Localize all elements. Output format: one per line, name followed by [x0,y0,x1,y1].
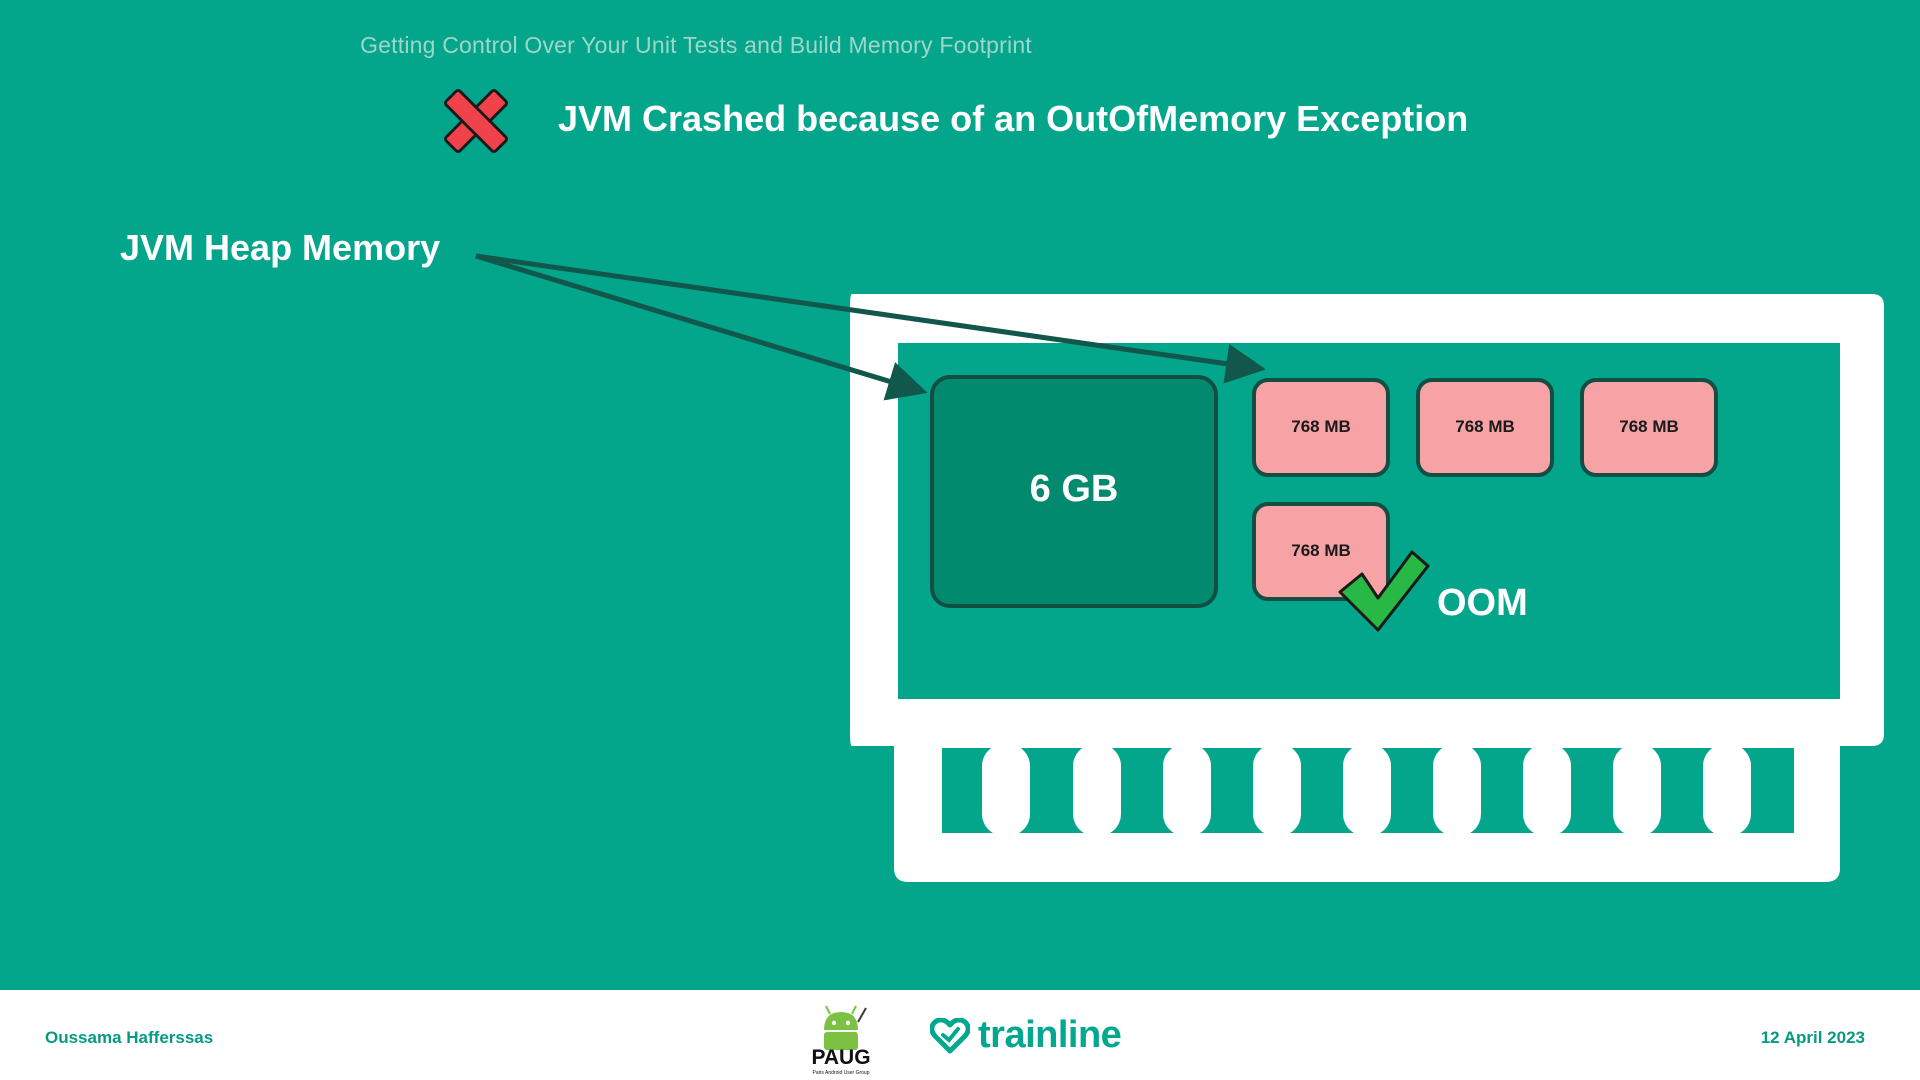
chip-label: 768 MB [1619,417,1679,436]
arrow-to-chips [475,253,1266,384]
presentation-date: 12 April 2023 [1760,1028,1865,1047]
main-block-label: 6 GB [1029,468,1119,510]
presentation-title: Getting Control Over Your Unit Tests and… [360,32,1032,58]
oom-label: OOM [1437,582,1528,624]
author-name: Oussama Hafferssas [45,1028,214,1047]
chip-label: 768 MB [1291,541,1351,560]
memory-chip [1252,378,1390,477]
slide: Getting Control Over Your Unit Tests and… [120,32,1884,882]
ram-pins [982,744,1751,836]
cross-icon [444,89,508,153]
main-memory-block [930,375,1218,608]
trainline-heart-icon [930,1017,970,1053]
arrow-to-main-block [475,253,928,401]
svg-text:PAUG: PAUG [811,1046,870,1069]
chip-label: 768 MB [1455,417,1515,436]
memory-chip [1416,378,1554,477]
trainline-logo: trainline [930,1014,1122,1057]
footer: Oussama Hafferssas PAUG Paris Android Us… [0,990,1920,1080]
chip-label: 768 MB [1291,417,1351,436]
memory-chip [1580,378,1718,477]
ram-diagram [475,253,1884,882]
brand-name: trainline [978,1014,1122,1056]
memory-chip [1252,502,1390,601]
svg-text:Paris Android User Group: Paris Android User Group [813,1070,870,1076]
paug-logo: PAUG Paris Android User Group [811,1005,871,1076]
heap-memory-label: JVM Heap Memory [120,227,441,268]
checkmark-icon [1338,550,1430,632]
slide-title: JVM Crashed because of an OutOfMemory Ex… [558,98,1469,139]
